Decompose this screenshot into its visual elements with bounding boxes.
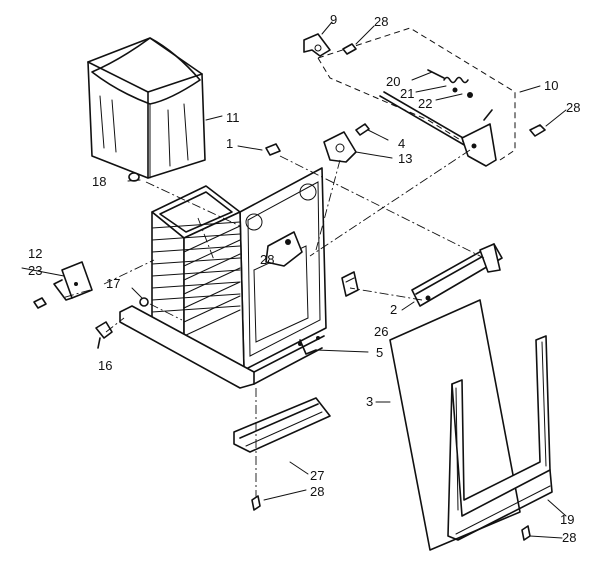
callout-12: 12 — [28, 246, 42, 261]
callout-1: 1 — [226, 136, 233, 151]
part-13-latch — [323, 131, 357, 163]
callout-9: 9 — [330, 12, 337, 27]
callout-4: 4 — [398, 136, 405, 151]
callout-labels: 1 2 3 4 5 9 10 11 12 13 16 17 18 19 20 2… — [28, 12, 580, 545]
callout-11: 11 — [226, 110, 240, 125]
callout-3: 3 — [366, 394, 373, 409]
callout-10: 10 — [544, 78, 558, 93]
screw-28-top — [342, 43, 357, 55]
leader-lines — [21, 21, 567, 539]
callout-21: 21 — [400, 86, 414, 101]
part-19-frame — [447, 335, 553, 541]
part-4-screw — [355, 123, 370, 136]
part-11-bag — [87, 37, 206, 179]
callout-17: 17 — [106, 276, 120, 291]
callout-16: 16 — [98, 358, 112, 373]
callout-28-bottom-right: 28 — [562, 530, 576, 545]
part-17-screw — [139, 297, 149, 307]
parts-20-21-22-spring — [427, 69, 473, 98]
callout-2: 2 — [390, 302, 397, 317]
part-16-knob — [95, 321, 113, 349]
callout-22: 22 — [418, 96, 432, 111]
part-9-bracket — [303, 33, 331, 57]
part-2-handle — [411, 243, 503, 307]
screw-28-bottom-right — [521, 525, 531, 541]
part-27-rail — [233, 397, 331, 453]
cabinet-ribs — [151, 221, 241, 337]
callout-5: 5 — [376, 345, 383, 360]
screw-28-right — [529, 124, 546, 137]
callout-19: 19 — [560, 512, 574, 527]
callout-18: 18 — [92, 174, 106, 189]
callout-27: 27 — [310, 468, 324, 483]
callout-28-right: 28 — [566, 100, 580, 115]
part-26-clip — [341, 271, 359, 297]
callout-26: 26 — [374, 324, 388, 339]
callout-28-top: 28 — [374, 14, 388, 29]
callout-23: 23 — [28, 263, 42, 278]
part-10-lever — [379, 91, 497, 167]
part-10-dashed-outline — [317, 27, 516, 161]
part-23-screw — [33, 297, 47, 309]
callout-20: 20 — [386, 74, 400, 89]
callout-28-bottom: 28 — [310, 484, 324, 499]
callout-28-panel: 28 — [260, 252, 274, 267]
callout-13: 13 — [398, 151, 412, 166]
part-1-screw — [265, 143, 281, 156]
cabinet-frame — [119, 167, 327, 389]
part-12-bracket — [53, 261, 93, 301]
screw-28-bottom — [251, 495, 261, 511]
assembly-lines — [61, 149, 485, 498]
